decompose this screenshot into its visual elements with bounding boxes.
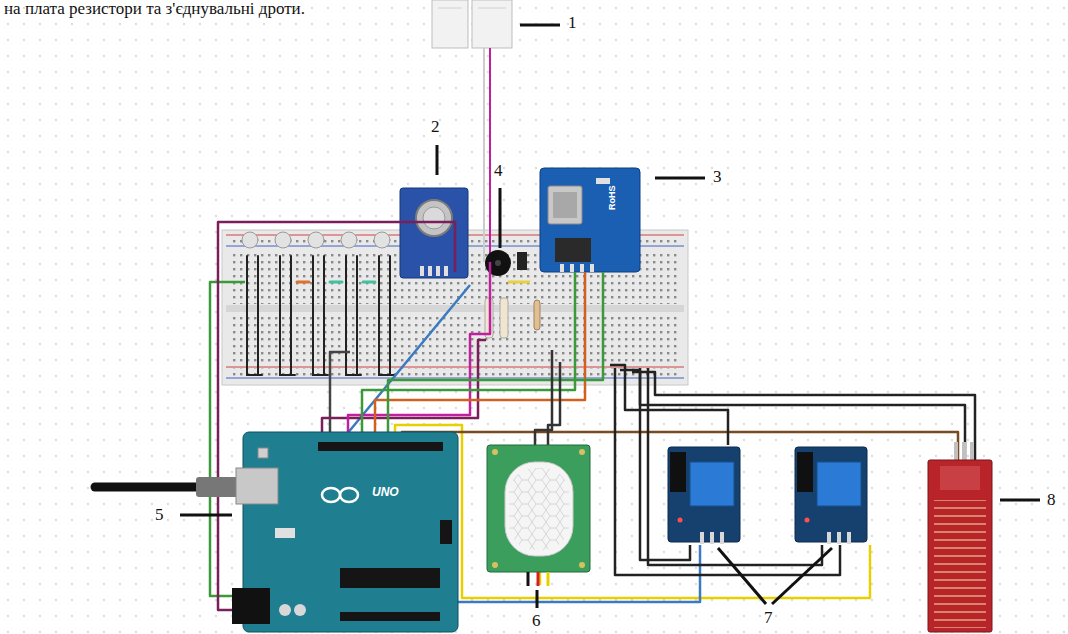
water-sensor	[928, 442, 992, 632]
arduino-board	[95, 432, 458, 632]
gsm-module	[540, 168, 640, 272]
buzzer	[485, 250, 527, 276]
callout-number: 3	[713, 168, 722, 187]
document-text: на плата резистори та з'єднувальні дроти…	[4, 0, 305, 19]
board-marking: RoHS	[608, 186, 618, 211]
callout-number: 7	[764, 609, 773, 628]
callout-number: 4	[494, 162, 503, 181]
callout-number: 2	[431, 118, 440, 137]
callout-leaders	[180, 25, 1040, 608]
resistor-symbols	[485, 282, 540, 338]
relay-modules	[668, 447, 867, 544]
board-marking: UNO	[372, 486, 399, 499]
pir-sensor	[487, 445, 590, 586]
callout-number: 5	[155, 506, 164, 525]
callout-number: 8	[1047, 491, 1056, 510]
gas-sensor	[400, 188, 468, 278]
callout-number: 1	[568, 14, 577, 33]
rgb-leds	[242, 232, 394, 375]
callout-number: 6	[532, 612, 541, 631]
